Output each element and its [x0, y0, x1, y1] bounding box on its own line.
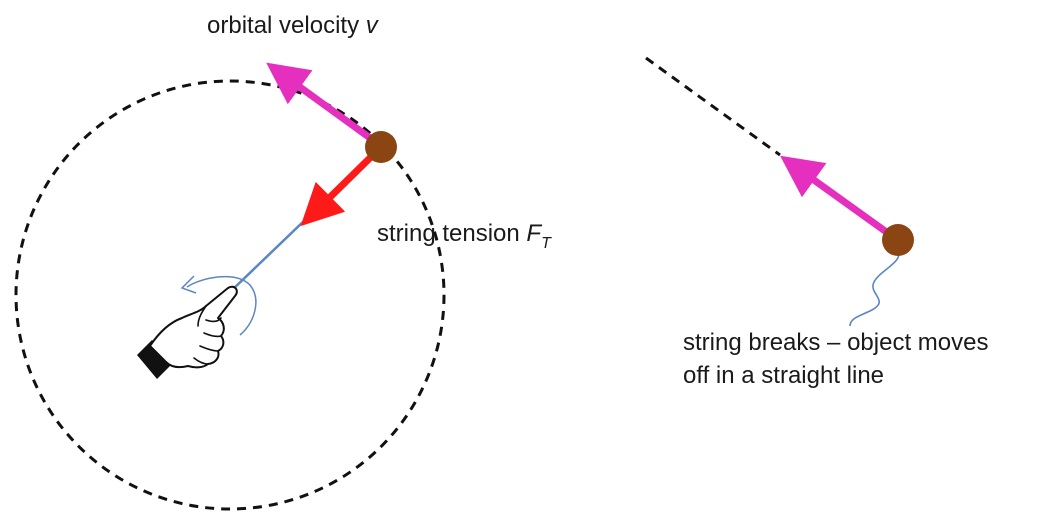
circular-motion-panel: orbital velocity v string tension FT [14, 12, 552, 511]
tension-label: string tension FT [377, 220, 552, 252]
velocity-label-text: orbital velocity [207, 12, 366, 39]
straight-trajectory [645, 56, 781, 157]
pointing-hand-icon [137, 285, 238, 379]
tension-arrow [300, 149, 379, 227]
velocity-symbol: v [366, 12, 380, 39]
breaks-label-line2: off in a straight line [683, 362, 884, 389]
broken-string [849, 249, 900, 327]
hand-palm [149, 285, 238, 369]
breaks-label: string breaks – object moves off in a st… [683, 329, 995, 389]
tension-subscript: T [541, 235, 552, 252]
released-velocity-arrow [780, 155, 895, 239]
hand-cuff [137, 340, 172, 379]
rotation-arc [186, 275, 257, 336]
velocity-label: orbital velocity v [207, 12, 380, 39]
orbit-path [14, 79, 446, 511]
orbiting-object [365, 131, 397, 163]
tension-label-text: string tension [377, 220, 526, 247]
string-breaks-panel: string breaks – object moves off in a st… [645, 56, 995, 389]
velocity-arrow [266, 62, 380, 146]
rotation-arc-arrowhead [180, 275, 197, 294]
hand-finger-lines [193, 305, 222, 365]
breaks-label-line1: string breaks – object moves [683, 329, 988, 356]
tension-symbol: F [526, 220, 542, 247]
released-object [882, 224, 914, 256]
